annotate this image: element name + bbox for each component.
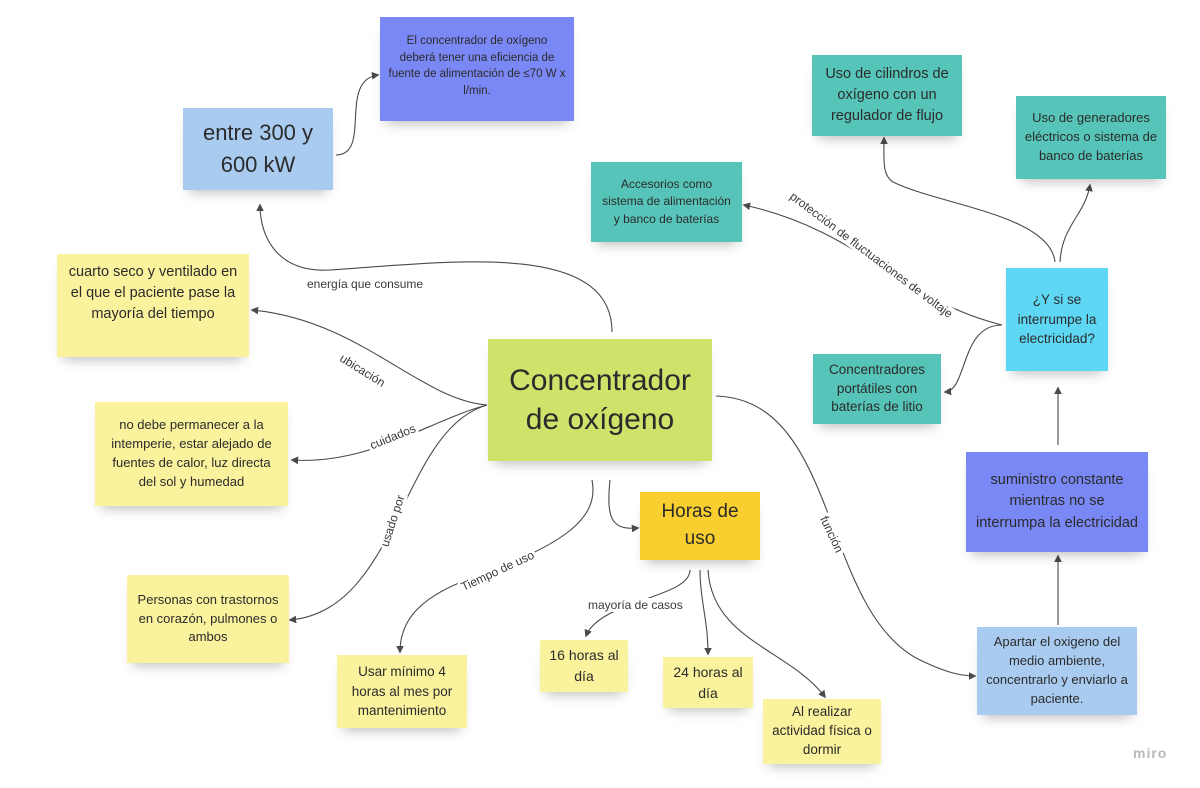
miro-logo: miro: [1133, 745, 1168, 761]
energy-value-note-text: entre 300 y 600 kW: [202, 120, 314, 177]
users-note-text: Personas con trastornos en corazón, pulm…: [137, 591, 279, 645]
interruption-note[interactable]: ¿Y si se interrumpe la electricidad?: [1006, 268, 1108, 371]
usage-hours-note-text: Horas de uso: [661, 501, 739, 549]
usage-hours-note[interactable]: Horas de uso: [640, 492, 760, 560]
central-note-text: Concentrador de oxígeno: [509, 364, 691, 436]
connector-funcion: [715, 395, 977, 680]
hours-24-note[interactable]: 24 horas al día: [663, 657, 753, 708]
maintenance-note[interactable]: Usar mínimo 4 horas al mes por mantenimi…: [337, 655, 467, 728]
generators-note[interactable]: Uso de generadores eléctricos o sistema …: [1016, 96, 1166, 179]
interruption-note-text: ¿Y si se interrumpe la electricidad?: [1017, 292, 1097, 347]
activity-note-text: Al realizar actividad física o dormir: [772, 704, 872, 757]
hours-16-note[interactable]: 16 horas al día: [540, 640, 628, 692]
location-note[interactable]: cuarto seco y ventilado en el que el pac…: [57, 254, 249, 357]
care-note-text: no debe permanecer a la intemperie, esta…: [111, 417, 272, 489]
efficiency-note[interactable]: El concentrador de oxígeno deberá tener …: [380, 17, 574, 121]
connector-24h: [699, 569, 712, 656]
connector-generadores: [1059, 183, 1093, 263]
generators-note-text: Uso de generadores eléctricos o sistema …: [1024, 110, 1158, 163]
hours-16-note-text: 16 horas al día: [549, 647, 619, 684]
accessories-note[interactable]: Accesorios como sistema de alimentación …: [591, 162, 742, 242]
connector-cilindros: [880, 136, 1056, 263]
connector-energia: [256, 203, 613, 333]
efficiency-note-text: El concentrador de oxígeno deberá tener …: [388, 35, 566, 98]
location-note-text: cuarto seco y ventilado en el que el pac…: [68, 264, 238, 323]
central-note[interactable]: Concentrador de oxígeno: [488, 339, 712, 461]
connector-portatiles: [943, 324, 1003, 396]
supply-note-text: suministro constante mientras no se inte…: [976, 472, 1138, 531]
activity-note[interactable]: Al realizar actividad física o dormir: [763, 699, 881, 764]
connector-actividad: [707, 569, 826, 699]
care-note[interactable]: no debe permanecer a la intemperie, esta…: [95, 402, 288, 506]
accessories-note-text: Accesorios como sistema de alimentación …: [602, 176, 731, 226]
hours-24-note-text: 24 horas al día: [673, 663, 743, 701]
label-mayoria: mayoría de casos: [586, 598, 685, 612]
maintenance-note-text: Usar mínimo 4 horas al mes por mantenimi…: [351, 664, 453, 719]
connector-ubicacion: [250, 306, 488, 406]
portable-note[interactable]: Concentradores portátiles con baterías d…: [813, 354, 941, 424]
users-note[interactable]: Personas con trastornos en corazón, pulm…: [127, 575, 289, 663]
supply-note[interactable]: suministro constante mientras no se inte…: [966, 452, 1148, 552]
label-energia: energía que consume: [305, 277, 426, 291]
cylinders-note-text: Uso de cilindros de oxígeno con un regul…: [825, 65, 949, 124]
connector-eficiencia: [335, 71, 380, 156]
energy-value-note[interactable]: entre 300 y 600 kW: [183, 108, 333, 190]
function-note[interactable]: Apartar el oxigeno del medio ambiente, c…: [977, 627, 1137, 715]
function-note-text: Apartar el oxigeno del medio ambiente, c…: [986, 634, 1128, 706]
cylinders-note[interactable]: Uso de cilindros de oxígeno con un regul…: [812, 55, 962, 136]
portable-note-text: Concentradores portátiles con baterías d…: [828, 361, 926, 415]
connector-horas: [608, 479, 640, 533]
